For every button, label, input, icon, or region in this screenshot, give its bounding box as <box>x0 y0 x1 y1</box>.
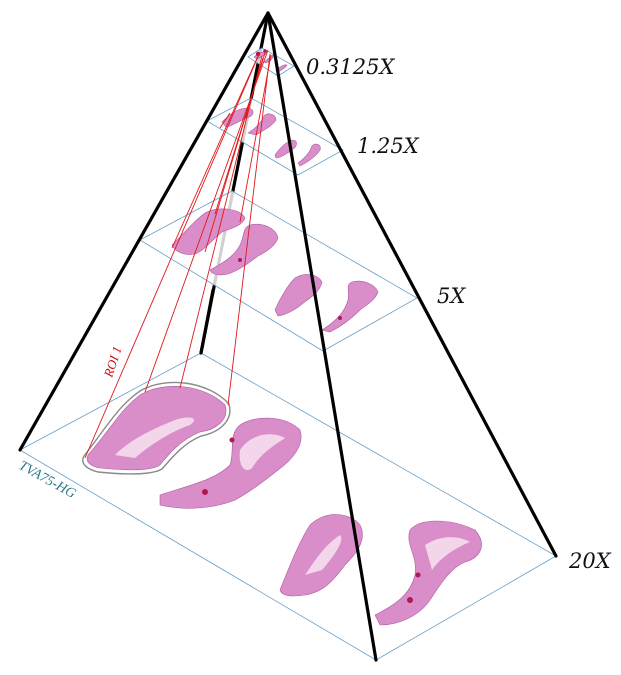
magnification-label-1-25x: 1.25X <box>357 134 420 158</box>
magnification-label-0-3125x: 0.3125X <box>306 55 395 79</box>
plane-5x <box>139 190 418 352</box>
roi-projection-lines <box>84 49 272 459</box>
roi-outline <box>82 381 231 475</box>
plane-20x <box>19 352 557 661</box>
pyramid-edges <box>18 11 558 662</box>
tissue-5x <box>171 208 379 333</box>
magnification-label-5x: 5X <box>437 284 466 308</box>
magnification-label-20x: 20X <box>568 549 612 573</box>
tissue-20x <box>82 381 482 626</box>
